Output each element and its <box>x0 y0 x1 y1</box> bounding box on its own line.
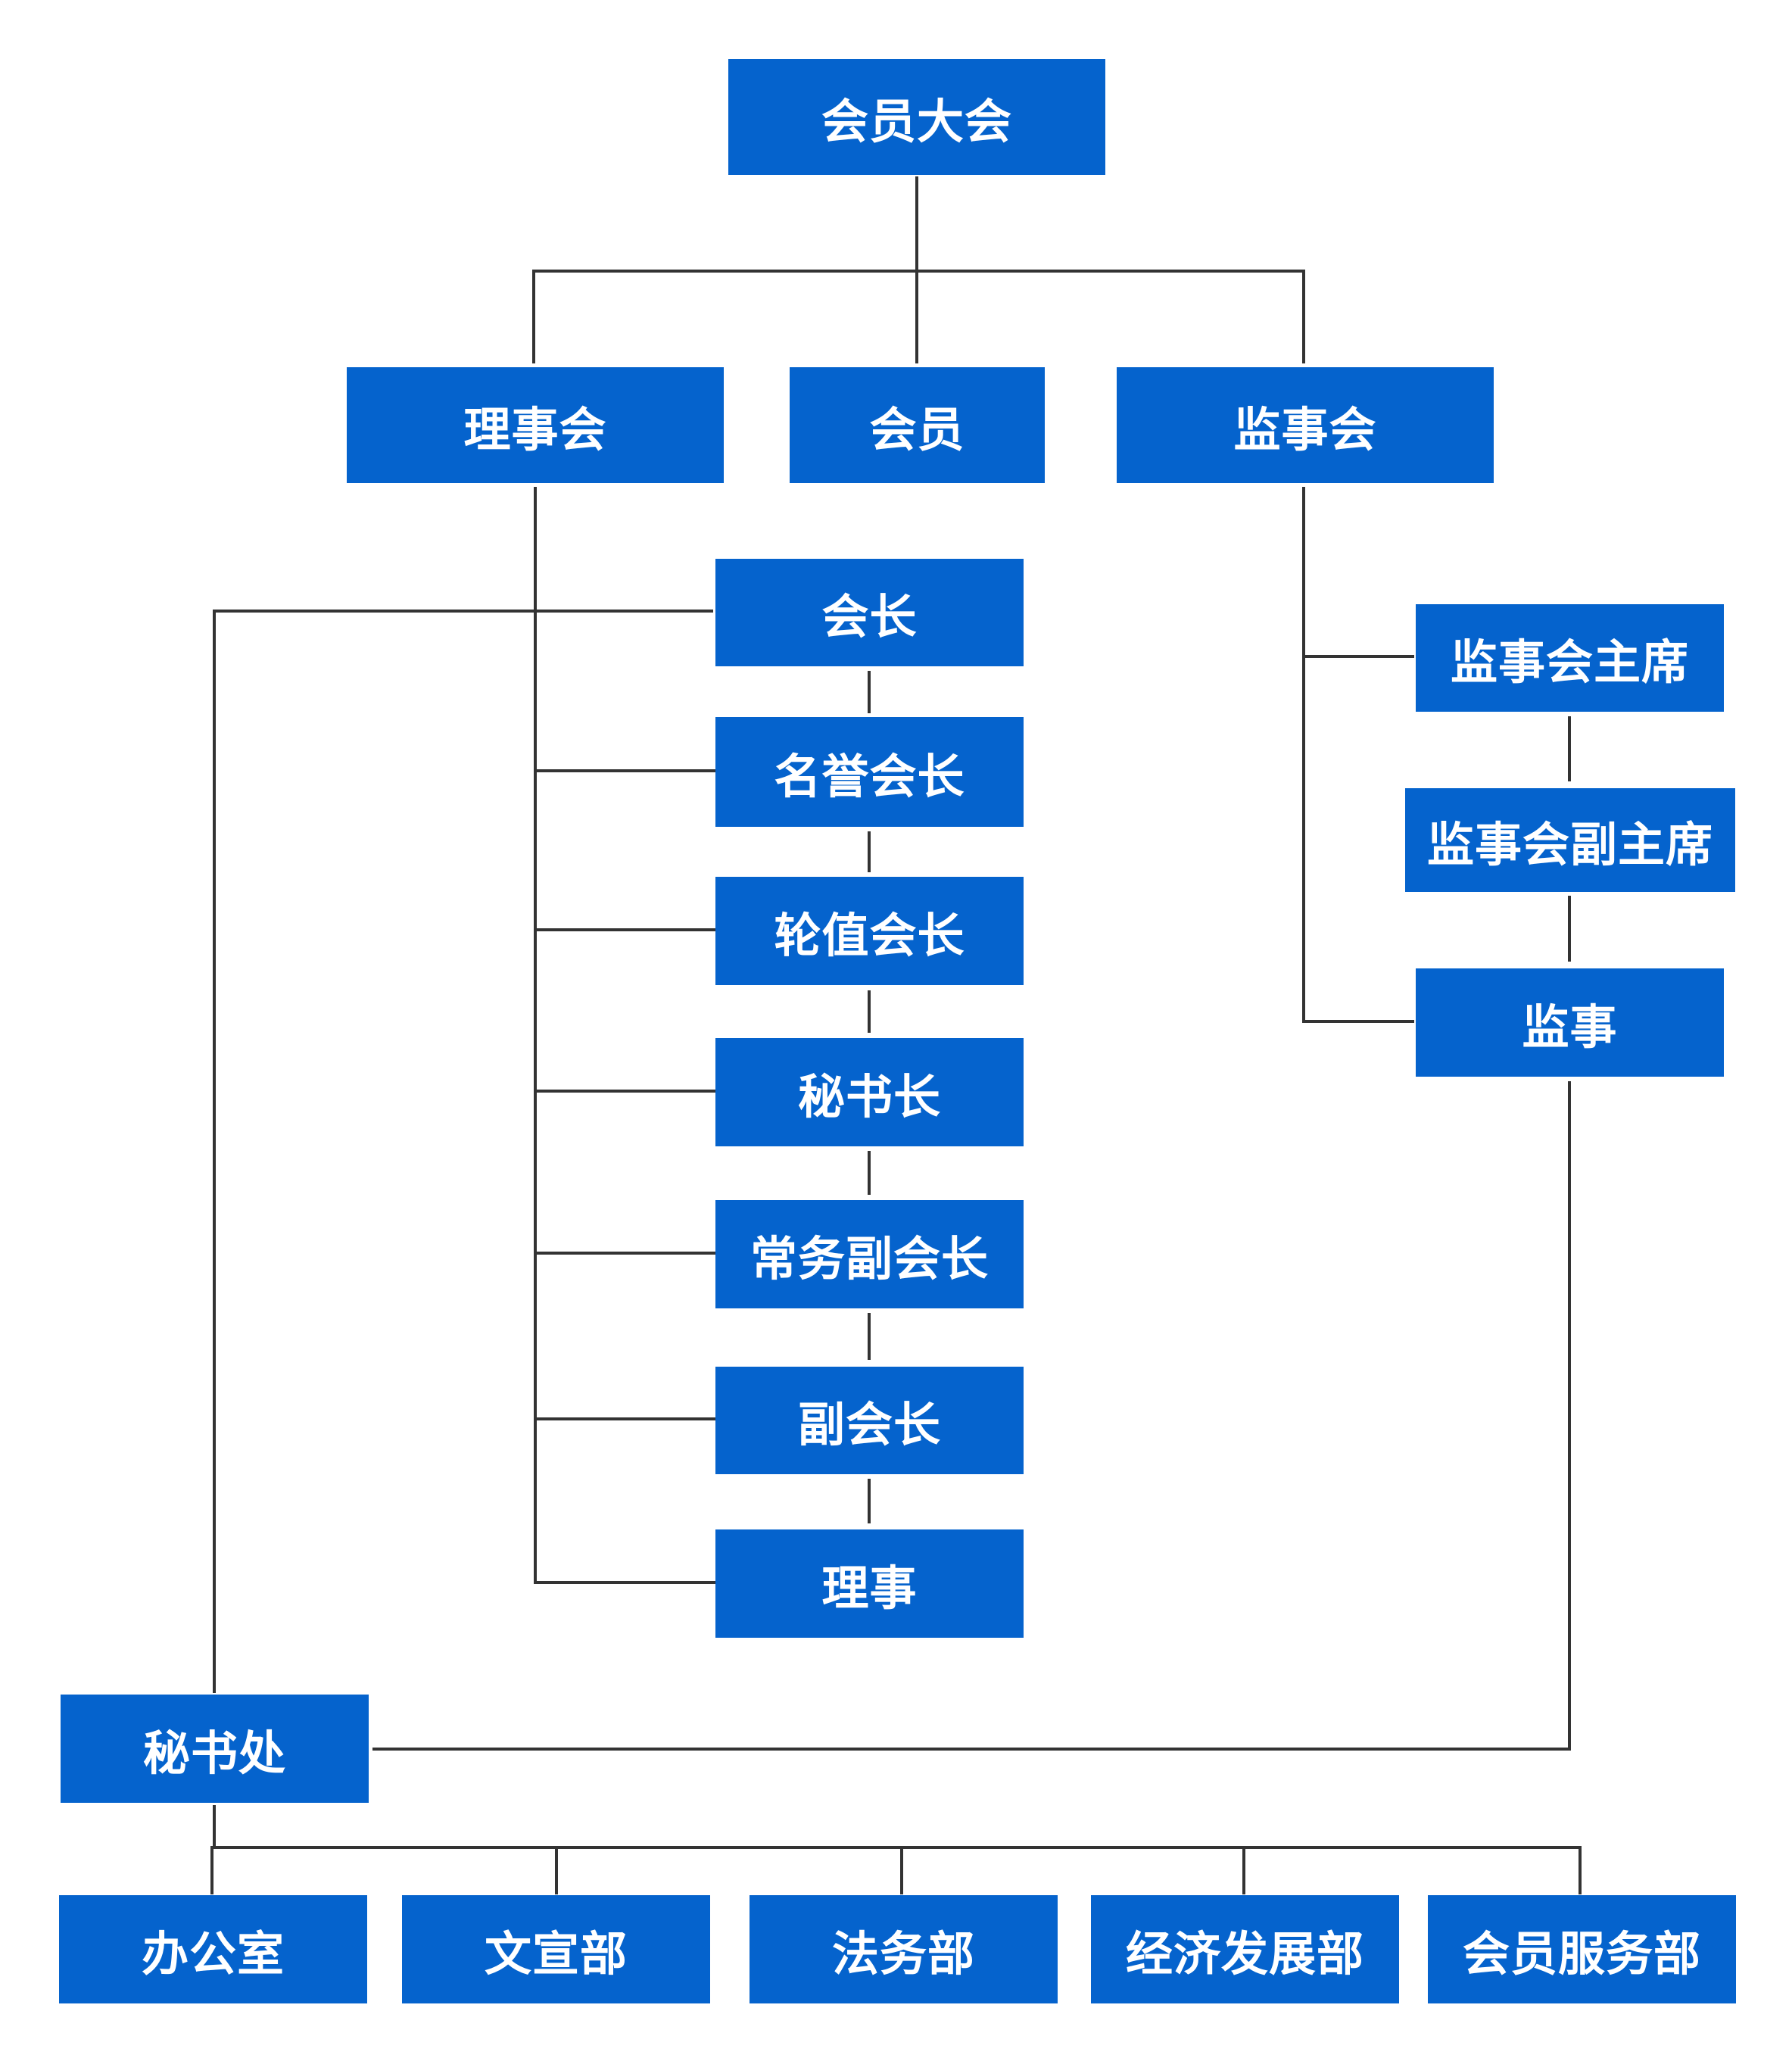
rotating-president-node: 轮值会长 <box>715 877 1024 985</box>
general-assembly-node: 会员大会 <box>728 59 1105 175</box>
board-of-directors-node: 理事会 <box>347 367 724 483</box>
members-node: 会员 <box>790 367 1045 483</box>
executive-vice-president-label: 常务副会长 <box>750 1230 989 1286</box>
secretariat-node: 秘书处 <box>61 1695 369 1803</box>
supervisory-vice-chairman-node: 监事会副主席 <box>1405 788 1735 892</box>
legal-department-node: 法务部 <box>750 1895 1058 2003</box>
president-node: 会长 <box>715 559 1024 666</box>
director-node: 理事 <box>715 1529 1024 1638</box>
supervisory-vice-chairman-label: 监事会副主席 <box>1426 816 1713 872</box>
vice-president-label: 副会长 <box>797 1397 941 1452</box>
rotating-president-label: 轮值会长 <box>774 907 965 963</box>
executive-vice-president-node: 常务副会长 <box>715 1200 1024 1308</box>
secretariat-label: 秘书处 <box>142 1725 286 1781</box>
supervisory-chairman-node: 监事会主席 <box>1416 604 1724 712</box>
board-of-supervisors-node: 监事会 <box>1117 367 1494 483</box>
member-services-department-label: 会员服务部 <box>1462 1925 1701 1981</box>
economic-development-department-label: 经济发展部 <box>1125 1925 1364 1981</box>
director-label: 理事 <box>821 1560 918 1616</box>
honorary-president-label: 名誉会长 <box>774 748 965 804</box>
honorary-president-node: 名誉会长 <box>715 717 1024 827</box>
board-of-supervisors-label: 监事会 <box>1233 401 1377 457</box>
member-services-department-node: 会员服务部 <box>1428 1895 1736 2003</box>
office-node: 办公室 <box>59 1895 367 2003</box>
secretary-general-node: 秘书长 <box>715 1038 1024 1146</box>
supervisory-chairman-label: 监事会主席 <box>1450 635 1689 690</box>
vice-president-node: 副会长 <box>715 1367 1024 1474</box>
members-label: 会员 <box>869 401 965 457</box>
publicity-department-label: 文宣部 <box>484 1925 628 1981</box>
supervisor-node: 监事 <box>1416 968 1724 1077</box>
president-label: 会长 <box>821 589 918 644</box>
office-label: 办公室 <box>141 1925 285 1981</box>
general-assembly-label: 会员大会 <box>821 93 1012 149</box>
supervisor-label: 监事 <box>1522 999 1618 1055</box>
publicity-department-node: 文宣部 <box>402 1895 710 2003</box>
economic-development-department-node: 经济发展部 <box>1091 1895 1399 2003</box>
legal-department-label: 法务部 <box>831 1925 975 1981</box>
secretary-general-label: 秘书长 <box>797 1068 941 1124</box>
board-of-directors-label: 理事会 <box>463 401 607 457</box>
